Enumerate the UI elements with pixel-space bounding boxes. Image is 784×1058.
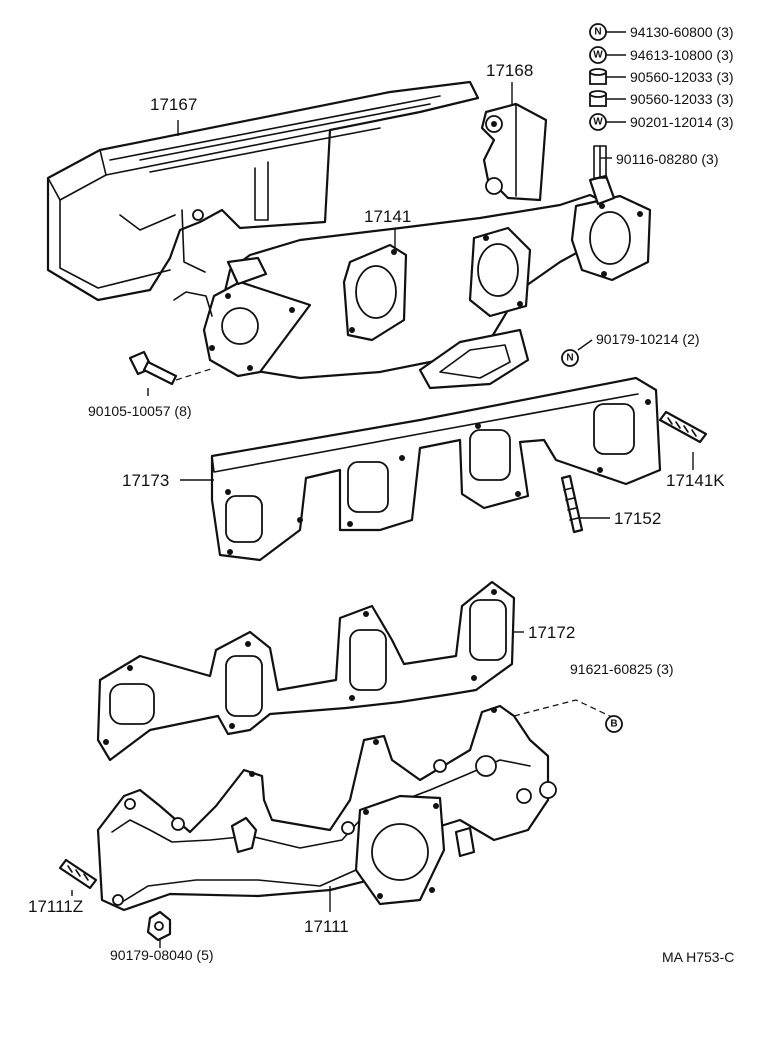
- gasket-drawing: [96, 580, 516, 762]
- label-heat-insulator: 17167: [150, 95, 197, 114]
- legend-part-0: 94130-60800 (3): [630, 24, 734, 40]
- figure-code: MA H753-C: [662, 949, 734, 965]
- label-nut-upper: 90179-10214 (2): [596, 331, 700, 347]
- svg-text:W: W: [593, 50, 603, 61]
- nut-lower-drawing: [146, 910, 172, 942]
- legend-symbols: N W W N B: [561, 23, 623, 733]
- gasket-plate-drawing: [210, 376, 662, 562]
- legend-washer-icon: W: [589, 46, 607, 64]
- svg-text:N: N: [566, 353, 573, 364]
- bolt-main-drawing: [128, 350, 215, 386]
- legend-washer-icon-2: W: [589, 113, 607, 131]
- label-insulator-bracket: 17168: [486, 61, 533, 80]
- label-stud-mid: 17152: [614, 509, 661, 528]
- stud-mid-drawing: [560, 474, 584, 534]
- svg-text:N: N: [594, 27, 601, 38]
- exhaust-manifold-upper-drawing: [173, 145, 652, 390]
- legend-part-1: 94613-10800 (3): [630, 47, 734, 63]
- leader-lines: [71, 31, 694, 948]
- insulator-bracket-drawing: [480, 102, 548, 202]
- manifold-lower-drawing: [96, 704, 557, 912]
- legend-part-3: 90560-12033 (3): [630, 91, 734, 107]
- legend-part-4: 90201-12014 (3): [630, 114, 734, 130]
- stud-upper-drawing: [658, 410, 708, 444]
- stud-lower-drawing: [58, 858, 98, 890]
- heat-insulator-drawing: [46, 80, 480, 302]
- part-labels: 17167 17168 17141 90105-10057 (8) 90179-…: [28, 24, 734, 965]
- label-gasket: 17172: [528, 623, 575, 642]
- callout-b-icon: B: [605, 715, 623, 733]
- svg-text:B: B: [610, 719, 617, 730]
- callout-n-icon: N: [561, 349, 579, 367]
- svg-text:W: W: [593, 117, 603, 128]
- label-bolt-main: 90105-10057 (8): [88, 403, 192, 419]
- legend-spacer-icon-2: [589, 90, 607, 107]
- label-gasket-plate: 17173: [122, 471, 169, 490]
- legend-part-2: 90560-12033 (3): [630, 69, 734, 85]
- label-stud-upper: 17141K: [666, 471, 725, 490]
- label-manifold-lower: 17111: [304, 917, 349, 936]
- legend-nut-icon: N: [589, 23, 607, 41]
- legend-part-5: 90116-08280 (3): [616, 151, 718, 167]
- label-bolt-b: 91621-60825 (3): [570, 661, 674, 677]
- label-exhaust-manifold-upper: 17141: [364, 207, 411, 226]
- label-stud-lower: 17111Z: [28, 897, 83, 916]
- label-nut-lower: 90179-08040 (5): [110, 947, 214, 963]
- legend-spacer-icon: [589, 68, 607, 85]
